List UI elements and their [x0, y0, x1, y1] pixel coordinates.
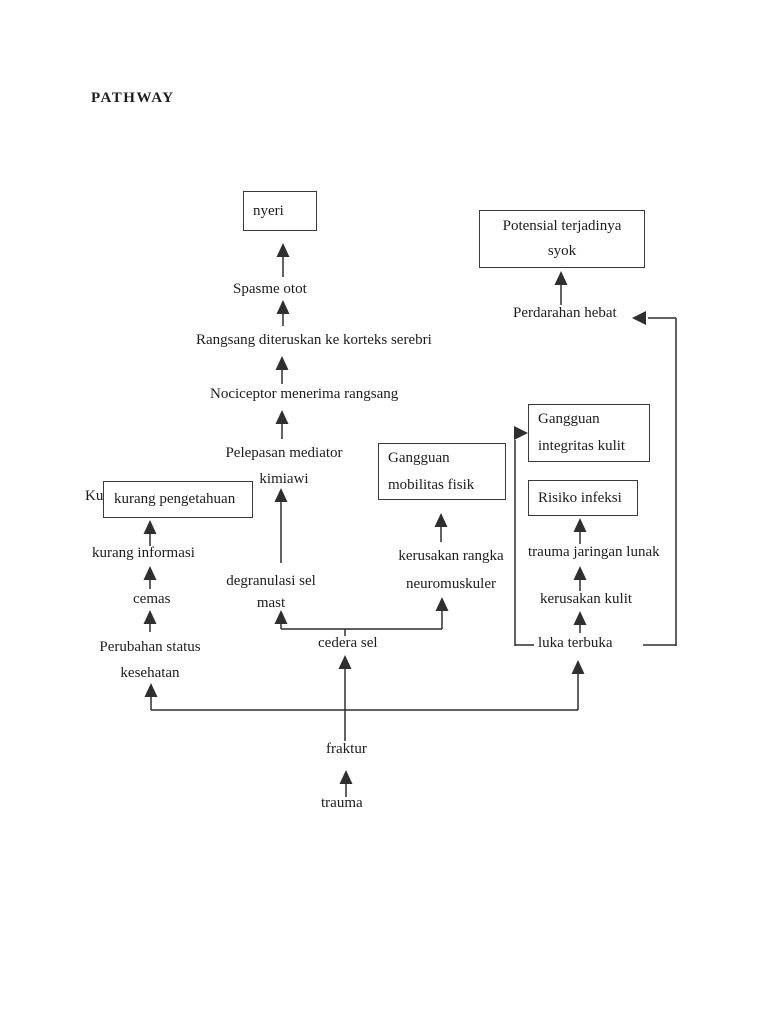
node-risiko-infeksi: Risiko infeksi	[528, 480, 638, 516]
node-fraktur: fraktur	[326, 741, 367, 757]
node-gangguan-integritas: Gangguan integritas kulit	[528, 404, 650, 462]
arrow-fraktur-to-cedera	[338, 655, 352, 741]
arrow-nociceptor-to-rangsang	[275, 356, 289, 384]
node-trauma-jaringan-lunak: trauma jaringan lunak	[528, 544, 660, 560]
node-nyeri: nyeri	[243, 191, 317, 231]
arrow-luka-to-kerusakan-kulit	[573, 611, 587, 633]
node-kurang-pengetahuan: kurang pengetahuan	[103, 481, 253, 518]
node-kurang-informasi: kurang informasi	[92, 545, 195, 561]
arrow-head-into-perdarahan	[632, 311, 646, 325]
page-title: PATHWAY	[91, 90, 175, 106]
arrow-rangka-to-mobilitas	[434, 513, 448, 542]
arrow-trauma-to-fraktur	[339, 770, 353, 797]
node-cemas: cemas	[133, 591, 171, 607]
arrow-degranulasi-to-kimiawi	[274, 488, 288, 563]
arrow-pelepasan-to-nociceptor	[275, 410, 289, 439]
arrow-informasi-to-pengetahuan	[143, 520, 157, 546]
arrow-rangsang-to-spasme	[276, 300, 290, 326]
arrow-jaringan-to-risiko	[573, 518, 587, 544]
arrow-branch-to-neuromuskuler	[435, 597, 449, 629]
node-ku-fragment: Ku	[85, 488, 104, 504]
node-perdarahan-hebat: Perdarahan hebat	[513, 305, 617, 321]
node-rangsang-korteks: Rangsang diteruskan ke korteks serebri	[196, 332, 432, 348]
arrow-perdarahan-to-syok	[554, 271, 568, 305]
node-trauma: trauma	[321, 795, 363, 811]
arrow-kulit-to-trauma-jaringan	[573, 566, 587, 591]
node-luka-terbuka: luka terbuka	[538, 635, 613, 651]
arrow-cemas-to-informasi	[143, 566, 157, 589]
arrow-head-into-integritas	[514, 426, 528, 440]
node-kerusakan-rangka: kerusakan rangka neuromuskuler	[398, 548, 504, 592]
node-nociceptor: Nociceptor menerima rangsang	[210, 386, 399, 402]
arrow-branch-to-kesehatan	[144, 683, 158, 710]
node-cedera-sel: cedera sel	[318, 635, 378, 651]
arrow-branch-to-luka	[571, 660, 585, 710]
arrow-spasme-to-nyeri	[276, 243, 290, 277]
node-perubahan-status: Perubahan status kesehatan	[99, 639, 201, 681]
node-potensial-syok: Potensial terjadinya syok	[479, 210, 645, 268]
node-degranulasi-sel-mast: degranulasi sel mast	[226, 573, 316, 611]
node-gangguan-mobilitas: Gangguan mobilitas fisik	[378, 443, 506, 500]
node-pelepasan-mediator: Pelepasan mediator kimiawi	[225, 445, 343, 487]
node-kerusakan-kulit: kerusakan kulit	[540, 591, 633, 607]
node-spasme-otot: Spasme otot	[233, 281, 307, 297]
arrow-perubahan-to-cemas	[143, 610, 157, 632]
